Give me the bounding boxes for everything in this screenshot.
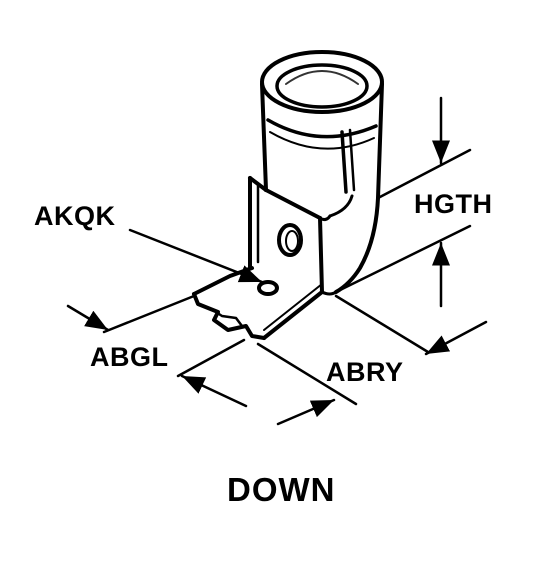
hgth-dimension [334, 96, 472, 308]
barrel [260, 50, 384, 294]
base-plate [192, 266, 338, 340]
abgl-label: ABGL [90, 342, 169, 372]
mounting-tab [248, 176, 332, 294]
abry-label: ABRY [326, 357, 404, 387]
orientation-caption: DOWN [227, 471, 336, 508]
abgl-dimension [66, 294, 248, 408]
akqk-label: AKQK [34, 201, 116, 231]
abry-dimension [256, 294, 488, 426]
hgth-label: HGTH [414, 189, 493, 219]
akqk-leader [128, 228, 264, 284]
